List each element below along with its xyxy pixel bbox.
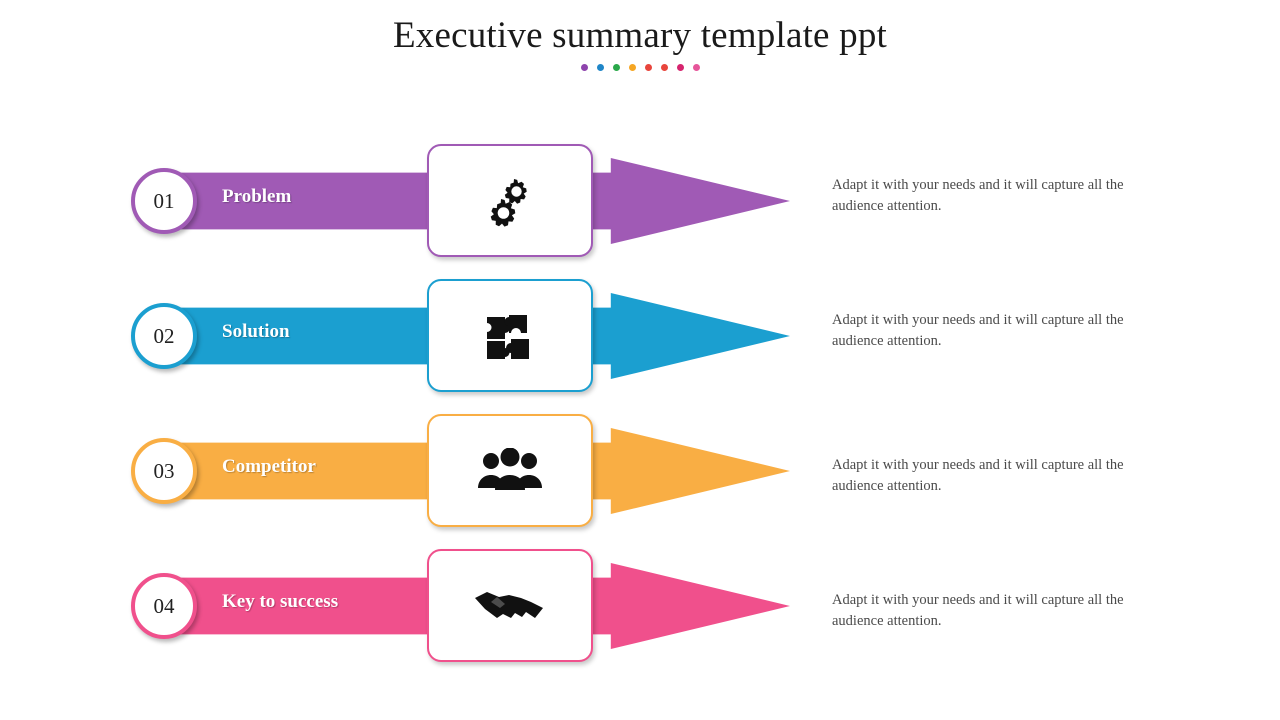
step-title: Competitor: [222, 456, 316, 477]
puzzle-icon: [479, 305, 541, 367]
step-number-badge: 02: [131, 303, 197, 369]
process-step-row: 03 Competitor Adapt it with your needs a…: [0, 395, 1280, 545]
step-icon-card: [427, 414, 593, 527]
step-number: 01: [153, 188, 175, 213]
accent-dot: [612, 64, 620, 71]
accent-dot: [676, 64, 684, 71]
step-icon-card: [427, 279, 593, 392]
accent-dot: [628, 64, 636, 71]
step-number: 03: [153, 458, 175, 483]
accent-dot: [644, 64, 652, 71]
step-description: Adapt it with your needs and it will cap…: [832, 592, 1124, 630]
step-icon-card: [427, 144, 593, 257]
people-group-icon: [476, 447, 544, 494]
accent-dot: [692, 64, 700, 71]
step-title: Key to success: [222, 591, 339, 612]
step-icon-card: [427, 549, 593, 662]
step-number-badge: 04: [131, 573, 197, 639]
handshake-icon: [473, 584, 547, 628]
step-description: Adapt it with your needs and it will cap…: [832, 312, 1124, 350]
accent-dot: [580, 64, 588, 71]
accent-dot: [660, 64, 668, 71]
step-number-badge: 03: [131, 438, 197, 504]
gears-icon: [478, 169, 542, 233]
step-number: 02: [153, 323, 175, 348]
step-title: Problem: [222, 186, 292, 207]
accent-dot: [596, 64, 604, 71]
step-title: Solution: [222, 321, 290, 342]
process-step-row: 01 Problem Adapt it with your needs and …: [0, 125, 1280, 275]
process-step-row: 04 Key to success Adapt it with your nee…: [0, 530, 1280, 680]
decorative-dot-row: [0, 64, 1280, 71]
step-description: Adapt it with your needs and it will cap…: [832, 177, 1124, 215]
step-description: Adapt it with your needs and it will cap…: [832, 457, 1124, 495]
process-step-row: 02 Solution Adapt it with your needs and…: [0, 260, 1280, 410]
page-title: Executive summary template ppt: [392, 15, 888, 56]
step-number: 04: [153, 593, 175, 618]
step-number-badge: 01: [131, 168, 197, 234]
